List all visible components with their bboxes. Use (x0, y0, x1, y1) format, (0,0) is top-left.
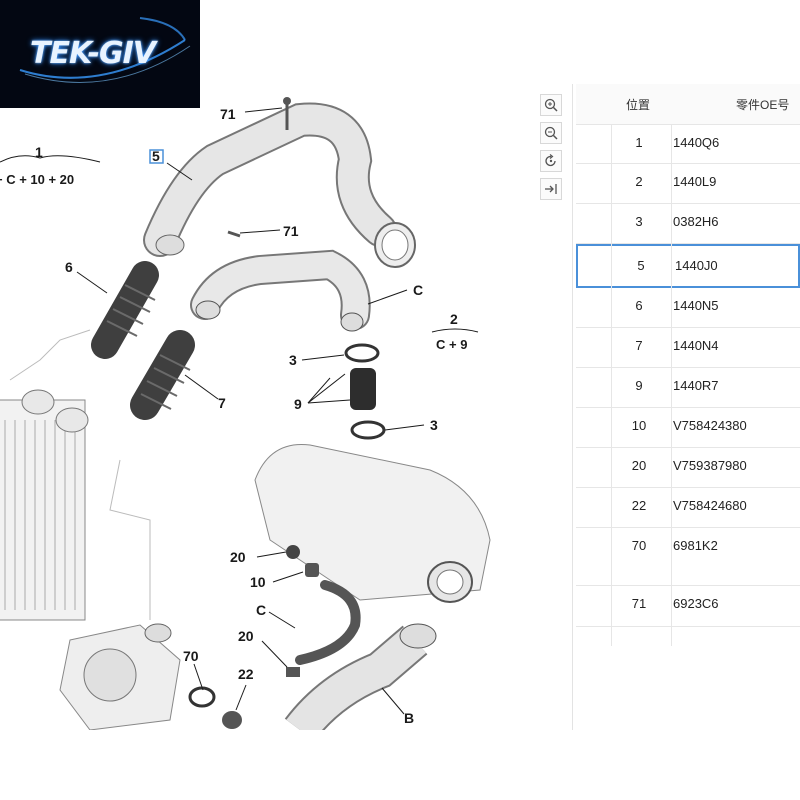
callout-3[interactable]: 3 (289, 352, 297, 368)
zoom-in-icon[interactable] (540, 94, 562, 116)
row-position: 5 (637, 258, 645, 273)
row-position: 6 (635, 298, 643, 313)
callout-20[interactable]: 20 (230, 549, 246, 565)
row-oe-number: 1440L9 (673, 174, 717, 189)
air-pipe-b[interactable] (284, 623, 437, 730)
table-row[interactable]: 22 V758424680 (576, 488, 800, 528)
callout-2[interactable]: 2 (450, 311, 458, 327)
intake-manifold[interactable] (254, 443, 491, 603)
parts-table: 位置 零件OE号 1 1440Q6 2 1440L9 3 0382H6 5 1440J0 6 14… (576, 84, 800, 646)
callout-5[interactable]: 5 (152, 148, 160, 164)
diagram-toolbar (540, 94, 564, 206)
column-separator (671, 124, 672, 646)
reset-icon[interactable] (540, 150, 562, 172)
callout-5-highlight[interactable] (149, 149, 164, 164)
logo-text: TEK-GIV (30, 36, 156, 71)
row-oe-number: 1440N5 (673, 298, 719, 313)
callout-1[interactable]: 1 (35, 144, 43, 160)
table-row[interactable]: 20 V759387980 (576, 448, 800, 488)
callout-7[interactable]: 7 (218, 395, 226, 411)
table-row[interactable]: 3 0382H6 (576, 204, 800, 244)
row-position: 1 (635, 135, 643, 150)
row-oe-number: V758424680 (673, 498, 747, 513)
table-row[interactable]: 7 1440N4 (576, 328, 800, 368)
table-row[interactable]: 10 V758424380 (576, 408, 800, 448)
callout-C[interactable]: C (413, 282, 423, 298)
column-header-position[interactable]: 位置 (626, 98, 651, 112)
callout-B[interactable]: B (404, 710, 414, 726)
callout-10[interactable]: 10 (250, 574, 266, 590)
callout-70[interactable]: 70 (183, 648, 199, 664)
row-position: 10 (631, 418, 647, 433)
callout-71[interactable]: 71 (220, 106, 236, 122)
column-separator (611, 124, 612, 646)
row-oe-number: 1440J0 (675, 258, 718, 273)
row-oe-number: V759387980 (673, 458, 747, 473)
logo-swoosh-icon (19, 17, 191, 83)
brand-logo: TEK-GIV (0, 0, 200, 108)
row-oe-number: 6923C6 (673, 596, 719, 611)
hose-7[interactable] (130, 330, 195, 420)
table-row[interactable]: 6 1440N5 (576, 288, 800, 328)
clamps-and-sleeve[interactable] (344, 343, 386, 440)
row-position: 7 (635, 338, 643, 353)
table-header: 位置 零件OE号 (576, 84, 800, 125)
row-position: 2 (635, 174, 643, 189)
callout-9[interactable]: 9 (294, 396, 302, 412)
panel-divider[interactable] (572, 84, 573, 730)
zoom-out-icon[interactable] (540, 122, 562, 144)
bolts-71 (227, 97, 291, 238)
row-position: 20 (631, 458, 647, 473)
air-pipe-upper[interactable] (143, 102, 416, 268)
intercooler[interactable] (0, 389, 89, 621)
callout-71-lower[interactable]: 71 (283, 223, 299, 239)
callout-22[interactable]: 22 (238, 666, 254, 682)
table-row[interactable]: 1 1440Q6 (576, 125, 800, 164)
turbocharger[interactable] (59, 623, 242, 730)
row-position: 9 (635, 378, 643, 393)
callout-6[interactable]: 6 (65, 259, 73, 275)
row-position: 22 (631, 498, 647, 513)
row-position: 3 (635, 214, 643, 229)
table-row[interactable]: 2 1440L9 (576, 164, 800, 204)
table-row[interactable]: 9 1440R7 (576, 368, 800, 408)
row-oe-number: V758424380 (673, 418, 747, 433)
hose-6[interactable] (91, 261, 159, 359)
row-oe-number: 1440Q6 (673, 135, 720, 150)
table-row[interactable]: 5 1440J0 (576, 244, 800, 288)
collapse-panel-icon[interactable] (540, 178, 562, 200)
row-position: 70 (631, 538, 647, 553)
small-hose[interactable] (286, 545, 361, 677)
table-row[interactable]: 71 6923C6 (576, 586, 800, 627)
table-row[interactable]: 70 6981K2 (576, 528, 800, 586)
row-oe-number: 1440R7 (673, 378, 719, 393)
callout-2-formula: C + 9 (436, 337, 467, 352)
row-oe-number: 0382H6 (673, 214, 719, 229)
air-duct-middle[interactable] (190, 249, 371, 332)
callout-1-formula: + C + 10 + 20 (0, 172, 74, 187)
column-header-oe[interactable]: 零件OE号 (736, 98, 790, 112)
parts-diagram[interactable]: 71 1 + C + 10 + 20 5 71 6 C 2 C + 9 3 7 … (0, 84, 540, 730)
row-position: 71 (631, 596, 647, 611)
row-oe-number: 1440N4 (673, 338, 719, 353)
row-oe-number: 6981K2 (673, 538, 718, 553)
callout-C-lower[interactable]: C (256, 602, 266, 618)
callout-3-lower[interactable]: 3 (430, 417, 438, 433)
callout-20-lower[interactable]: 20 (238, 628, 254, 644)
